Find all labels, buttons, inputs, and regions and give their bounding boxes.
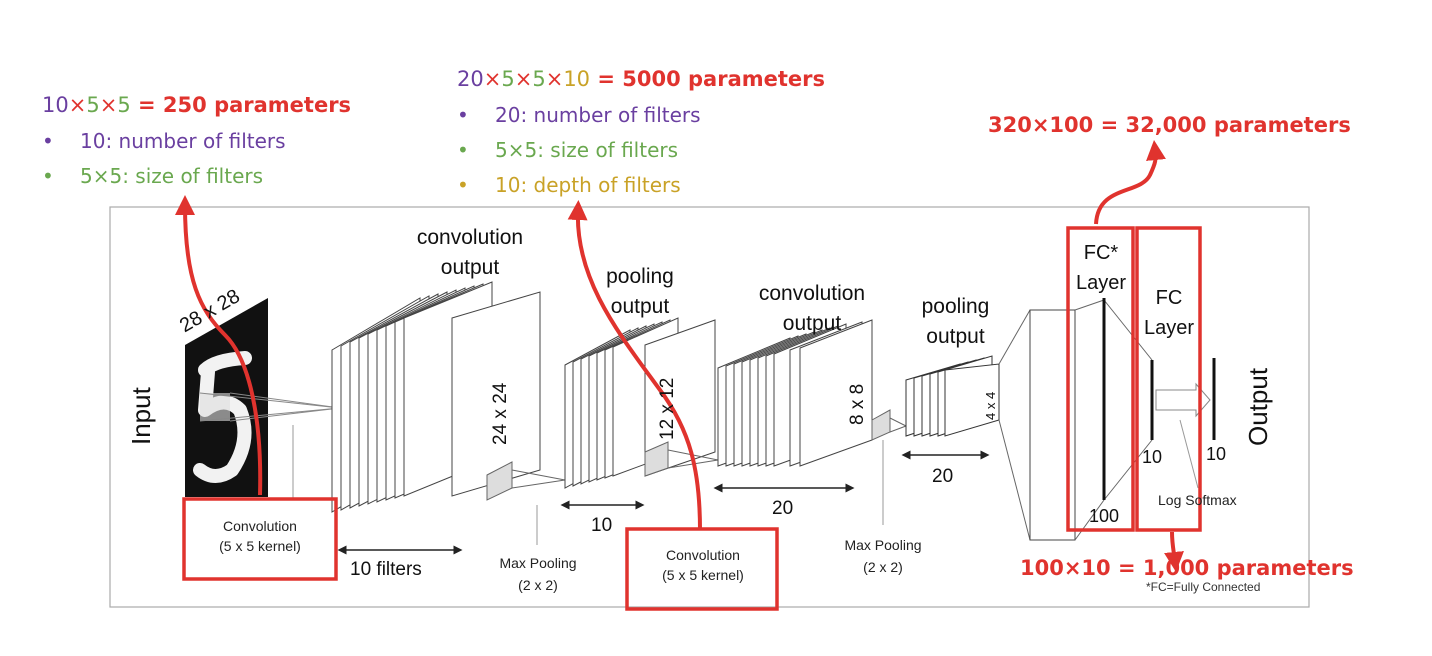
conv1-feature-maps — [331, 281, 541, 513]
bullet-text: 20: number of filters — [495, 103, 701, 127]
input-label: Input — [126, 387, 156, 445]
bullet-number-of-filters: •10: number of filters — [42, 129, 286, 153]
conv1-size-label: 24 x 24 — [490, 382, 511, 445]
op-line: Max Pooling — [499, 555, 577, 571]
annotation-fc1-parameters: 320×100 = 32,000 parameters — [988, 113, 1351, 137]
eq-times: × — [545, 67, 564, 91]
conv1-kernel-highlight — [182, 497, 338, 581]
title-line: pooling — [921, 295, 990, 318]
bullet-text: 10: depth of filters — [495, 173, 681, 197]
conv2-depth-label: 20 — [772, 498, 794, 519]
conv2-kernel-highlight — [625, 527, 779, 611]
op-line: Max Pooling — [844, 537, 922, 553]
pool2-size-label: 4 x 4 — [983, 391, 998, 420]
fc1-units-label: 100 — [1089, 506, 1120, 526]
conv1-output-title: convolution output — [406, 223, 534, 283]
conv1-filters-label: 10 filters — [350, 559, 422, 580]
bullet-text: 10: number of filters — [80, 129, 286, 153]
bullet-depth-of-filters: •10: depth of filters — [457, 173, 681, 197]
conv2-kernel-label: Convolution (5 x 5 kernel) — [633, 545, 773, 585]
arrow-conv1-to-annotation — [175, 195, 263, 496]
kernel-line: Convolution — [666, 547, 740, 563]
eq-times: × — [99, 93, 118, 117]
pool1-depth-label: 10 — [591, 515, 613, 536]
conv2-output-title: convolution output — [747, 279, 877, 339]
arrow-conv2-to-annotation — [567, 200, 702, 531]
conv2-window — [644, 441, 719, 477]
pointer-lines — [292, 419, 1199, 545]
kernel-line: Convolution — [223, 518, 297, 534]
eq-times: × — [68, 93, 87, 117]
op-line: (2 x 2) — [863, 559, 903, 575]
title-line: output — [926, 325, 985, 348]
figure-frame — [109, 206, 1310, 608]
title-line: output — [440, 256, 500, 279]
arrow-fc1-to-annotation — [1094, 140, 1166, 225]
eq-size: 5 — [86, 93, 100, 117]
eq-times: × — [483, 67, 502, 91]
eq-size: 5 — [532, 67, 546, 91]
title-line: convolution — [758, 282, 866, 305]
annotation-fc2-parameters: 100×10 = 1,000 parameters — [1020, 556, 1354, 580]
fc2-units-label: 10 — [1142, 447, 1163, 467]
pool1-feature-maps — [564, 317, 716, 489]
output-label: Output — [1243, 367, 1273, 446]
fc-connections — [998, 299, 1153, 541]
conv1-kernel-label: Convolution (5 x 5 kernel) — [190, 516, 330, 556]
kernel-line: (5 x 5 kernel) — [662, 567, 744, 583]
arrow-fc2-to-annotation — [1164, 531, 1184, 572]
bullet-size-of-filters: •5×5: size of filters — [457, 138, 679, 162]
eq-num-filters: 20 — [457, 67, 484, 91]
title-line: output — [610, 295, 670, 318]
op-line: (2 x 2) — [518, 577, 558, 593]
annotation-conv1-equation: 10×5×5 = 250 parameters — [42, 93, 351, 117]
eq-size: 5 — [501, 67, 515, 91]
fc2-layer-label: FC Layer — [1139, 283, 1199, 343]
eq-size: 5 — [117, 93, 131, 117]
output-units-label: 10 — [1206, 444, 1227, 464]
bullet-number-of-filters: •20: number of filters — [457, 103, 701, 127]
footnote-fully-connected: *FC=Fully Connected — [1146, 580, 1261, 594]
softmax-arrow-shape — [1155, 382, 1211, 418]
eq-depth: 10 — [563, 67, 591, 91]
input-digit-image — [185, 298, 341, 497]
fc1-layer-label: FC* Layer — [1070, 238, 1132, 298]
label-line: Layer — [1143, 317, 1195, 339]
label-line: FC — [1155, 287, 1183, 309]
eq-times: × — [514, 67, 533, 91]
annotation-conv2-equation: 20×5×5×10 = 5000 parameters — [457, 67, 825, 91]
eq-result: = 5000 parameters — [590, 67, 826, 91]
pool2-window — [871, 409, 907, 441]
kernel-line: (5 x 5 kernel) — [219, 538, 301, 554]
eq-num-filters: 10 — [42, 93, 69, 117]
fc1-highlight — [1066, 226, 1135, 532]
bullet-text: 5×5: size of filters — [495, 138, 679, 162]
pool1-size-label: 12 x 12 — [657, 377, 678, 440]
bullet-size-of-filters: •5×5: size of filters — [42, 164, 264, 188]
pool2-depth-label: 20 — [932, 466, 954, 487]
fc2-highlight — [1135, 226, 1202, 532]
title-line: output — [782, 312, 842, 335]
log-softmax-label: Log Softmax — [1158, 492, 1237, 508]
pool2-op-label: Max Pooling (2 x 2) — [828, 534, 938, 578]
label-line: FC* — [1083, 242, 1119, 264]
title-line: convolution — [416, 226, 524, 249]
bullet-text: 5×5: size of filters — [80, 164, 264, 188]
conv2-feature-maps — [717, 319, 873, 467]
eq-result: = 250 parameters — [130, 93, 352, 117]
pool2-output-title: pooling output — [908, 292, 1003, 352]
pool1-window — [486, 461, 566, 501]
pool2-feature-maps — [905, 355, 1000, 437]
conv2-size-label: 8 x 8 — [847, 383, 868, 425]
pool1-output-title: pooling output — [590, 262, 690, 322]
label-line: Layer — [1075, 272, 1127, 294]
pool1-op-label: Max Pooling (2 x 2) — [478, 552, 598, 596]
title-line: pooling — [606, 265, 674, 288]
